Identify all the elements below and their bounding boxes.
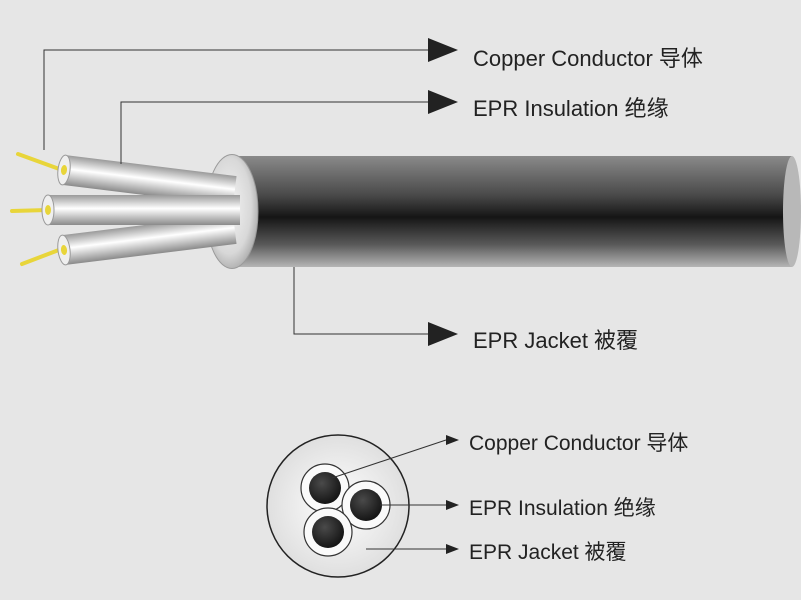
arrow-right-icon: [446, 435, 459, 445]
label-copper-conductor: Copper Conductor 导体: [473, 46, 703, 71]
arrow-right-icon: [428, 90, 458, 114]
label-epr-insulation: EPR Insulation 绝缘: [473, 96, 669, 121]
arrow-right-icon: [428, 322, 458, 346]
cable-cross-section: [266, 434, 459, 578]
leader-conductor-side: [43, 49, 428, 150]
conductor-wire-bottom: [20, 246, 66, 266]
insulated-core-top: [57, 154, 237, 206]
cs-label-copper-conductor: Copper Conductor 导体: [469, 432, 689, 455]
leader-conductor-cs: [331, 439, 447, 479]
leader-jacket-side: [293, 267, 428, 335]
cs-label-epr-jacket: EPR Jacket 被覆: [469, 541, 627, 564]
arrow-right-icon: [446, 500, 459, 510]
insulated-core-middle: [41, 194, 240, 226]
jacket-body: [232, 156, 792, 267]
cs-label-epr-insulation: EPR Insulation 绝缘: [469, 497, 656, 520]
leader-insulation-side: [120, 101, 428, 164]
cable-side-view: [10, 38, 801, 346]
arrow-right-icon: [446, 544, 459, 554]
cross-section-core-bottom: [303, 507, 353, 557]
label-epr-jacket: EPR Jacket 被覆: [473, 328, 639, 353]
conductor-wire-top: [16, 152, 64, 172]
insulated-core-bottom: [57, 214, 237, 266]
jacket-end-cap: [783, 156, 801, 267]
arrow-right-icon: [428, 38, 458, 62]
